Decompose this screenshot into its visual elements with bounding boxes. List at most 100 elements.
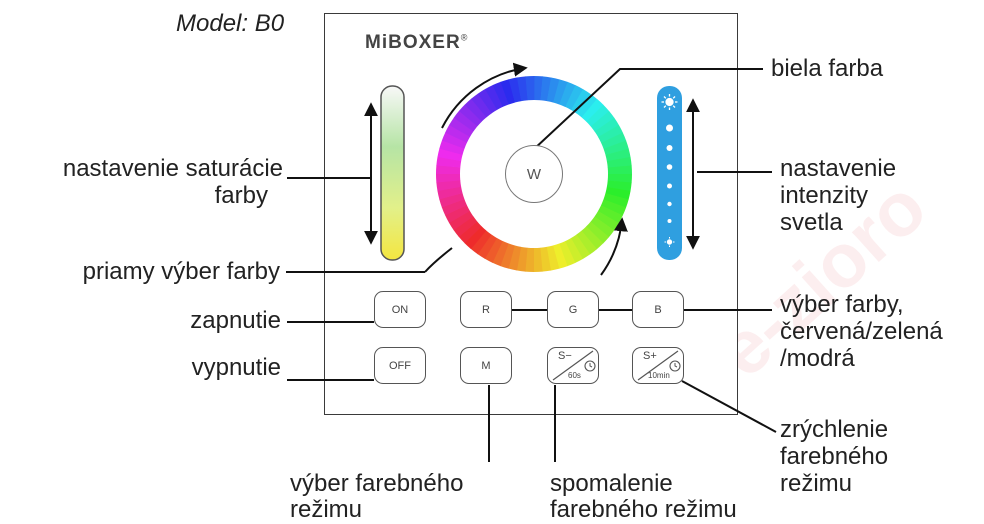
color-wheel-segment [564,238,583,263]
on-button[interactable]: ON [374,291,426,328]
color-wheel-segment [500,243,515,269]
color-wheel-segment [453,216,478,237]
color-wheel-segment [586,221,610,244]
direct-pointer-arc [424,247,453,273]
b-button[interactable]: B [632,291,684,328]
speed-up-label-line2: farebného [780,443,889,470]
color-wheel-segment [471,93,492,118]
clock-icon [583,359,596,372]
g-button[interactable]: G [547,291,599,328]
off-button[interactable]: OFF [374,347,426,384]
color-wheel-segment [500,79,516,105]
color-wheel-segment [516,246,528,272]
saturation-slider[interactable] [380,85,405,261]
speed-down-label-line1: spomalenie [550,470,673,497]
speed-down-button[interactable]: S− 60s [547,347,599,384]
color-wheel[interactable] [436,76,633,272]
brightness-label-line1: nastavenie [780,155,897,182]
color-wheel-segment [470,230,492,255]
color-wheel-segment [458,104,482,127]
color-wheel-segment [525,247,534,272]
brightness-label-line3: svetla [780,209,843,236]
color-wheel-segment [458,221,482,244]
color-wheel-segment [601,132,627,149]
color-wheel-segment [445,124,471,143]
speed-down-graphic [552,350,596,380]
color-wheel-segment [603,193,629,208]
color-wheel-segment [439,140,465,155]
model-label: Model: B0 [176,10,285,37]
brightness-label-line2: intenzity [780,182,869,209]
brand-logo: MiBOXER® [365,32,469,53]
color-wheel-segment [594,117,620,138]
color-wheel-segment [441,132,468,149]
saturation-label-line2: farby [214,182,268,209]
saturation-label-line1: nastavenie saturácie [62,155,283,182]
color-wheel-segment [559,81,576,108]
rotate-arrow-right [600,217,628,276]
color-wheel-segment [533,247,543,272]
color-wheel-segment [464,226,487,250]
color-wheel-segment [590,111,615,132]
color-wheel-segment [441,199,467,216]
color-wheel-segment [553,79,568,105]
color-wheel-segment [445,204,470,223]
clock-icon [668,359,681,372]
white-color-label: biela farba [771,55,884,82]
color-wheel-segment [598,125,623,144]
color-wheel-segment [546,77,560,103]
speed-up-graphic [637,350,681,380]
color-wheel-segment [606,156,632,168]
color-wheel-segment [605,186,631,200]
color-wheel-segment [570,234,591,260]
color-wheel-segment [590,216,615,238]
color-wheel-segment [448,210,474,231]
on-label: zapnutie [190,307,281,334]
speed-up-button[interactable]: S+ 10min [632,347,684,384]
color-wheel-segment [607,174,632,183]
color-wheel-segment [600,199,627,216]
sun-small-icon [664,237,675,247]
color-wheel-segment [540,76,552,102]
rgb-label-line2: červená/zelená [780,318,943,345]
color-wheel-segment [565,85,584,111]
speed-down-timer: 60s [568,371,581,380]
m-button[interactable]: M [460,347,512,384]
color-wheel-segment [576,230,597,255]
color-wheel-segment [552,243,568,269]
color-wheel-segment [439,192,465,208]
rotate-arrow-top [441,62,528,129]
color-wheel-segment [477,234,497,259]
color-wheel-segment [516,76,528,102]
color-wheel-segment [484,237,503,263]
color-wheel-segment [508,245,522,271]
rgb-label-line1: výber farby, [780,291,904,318]
color-wheel-segment [492,240,509,267]
speed-up-timer: 10min [648,371,670,380]
speed-up-label-line3: režimu [780,470,853,497]
speed-up-label: S+ [643,350,657,362]
color-wheel-segment [453,110,478,132]
color-wheel-segment [603,140,629,156]
brightness-slider[interactable] [657,86,682,260]
color-wheel-segment [581,226,604,250]
color-wheel-segment [464,98,487,122]
r-button[interactable]: R [460,291,512,328]
color-wheel-segment [586,104,610,127]
color-wheel-segment [436,173,461,183]
color-wheel-segment [559,241,576,267]
brightness-dots [666,124,673,223]
color-wheel-segment [492,81,509,107]
white-button[interactable]: W [505,145,563,203]
color-wheel-segment [525,76,535,101]
rgb-label-line3: /modrá [780,345,855,372]
color-wheel-segment [576,93,598,118]
color-wheel-segment [581,98,604,122]
color-wheel-segment [437,148,463,162]
sun-icon [661,94,678,110]
color-wheel-segment [436,156,462,168]
speed-up-label-line1: zrýchlenie [780,416,889,443]
color-wheel-segment [540,246,552,272]
color-wheel-segment [485,85,504,110]
